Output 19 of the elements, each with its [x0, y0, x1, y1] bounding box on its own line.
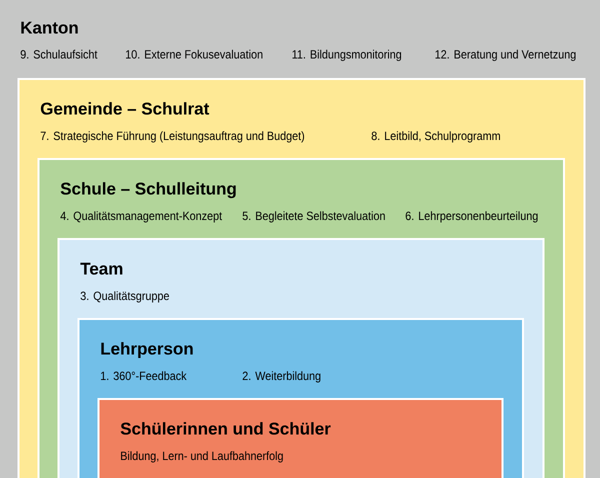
item-text: 9. Schulaufsicht	[20, 50, 98, 59]
item-text: 11. Bildungsmonitoring	[292, 50, 402, 61]
item-text: 6. Lehrpersonenbeurteilung	[406, 211, 538, 222]
item-text: 1. 360°-Feedback	[101, 371, 187, 380]
panel-heading: Gemeinde – Schulrat	[40, 102, 210, 115]
panel-heading: Lehrperson	[101, 342, 193, 358]
panel-heading: Team	[80, 262, 122, 275]
item-text: 7. Strategische Führung (Leistungsauftrag und Budget)	[40, 131, 304, 142]
item-text: 5. Begleitete Selbstevaluation	[242, 211, 385, 222]
panel-heading: Kanton	[21, 22, 78, 34]
item-text: 4. Qualitätsmanagement-Konzept	[60, 211, 222, 222]
panel-heading: Schülerinnen und Schüler	[120, 422, 331, 435]
item-text: 2. Weiterbildung	[242, 371, 320, 382]
item-text: 12. Beratung und Vernetzung	[436, 50, 576, 61]
item-text: 3. Qualitätsgruppe	[80, 291, 169, 302]
panel-heading: Schule – Schulleitung	[60, 182, 236, 198]
item-text: Bildung, Lern- und Laufbahnerfolg	[121, 451, 283, 462]
item-text: 10. Externe Fokusevaluation	[126, 50, 262, 59]
item-text: 8. Leitbild, Schulprogramm	[372, 131, 500, 142]
